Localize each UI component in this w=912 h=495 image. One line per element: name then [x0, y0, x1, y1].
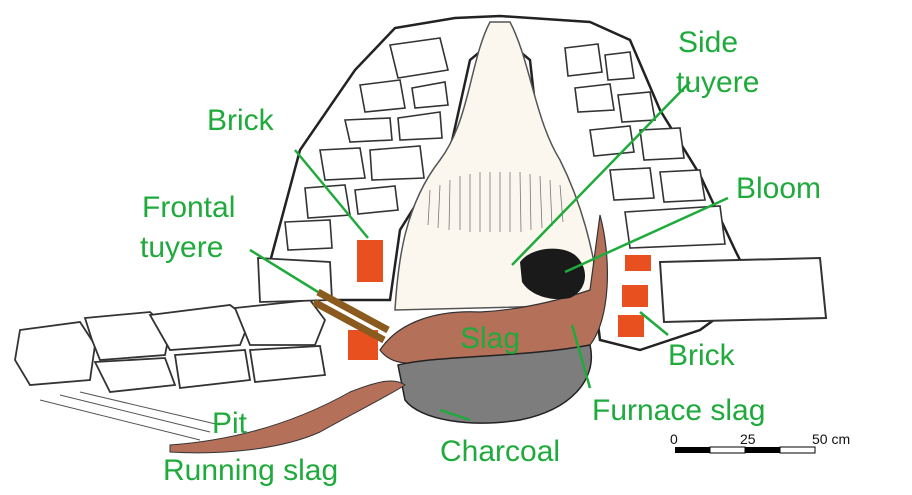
label-bloom: Bloom	[736, 173, 821, 205]
label-running-slag: Running slag	[163, 455, 338, 487]
label-brick-right: Brick	[668, 340, 735, 372]
scale-tick-25: 25	[740, 431, 756, 447]
label-charcoal: Charcoal	[440, 436, 560, 468]
pit-lines	[40, 392, 220, 440]
label-side-tuyere-line1: Side	[678, 27, 738, 59]
label-brick-left: Brick	[207, 105, 274, 137]
left-platform	[15, 258, 332, 392]
label-side-tuyere-line2: tuyere	[676, 67, 759, 99]
right-block	[660, 258, 826, 322]
label-frontal-tuyere-line2: tuyere	[140, 232, 223, 264]
scale-tick-0: 0	[670, 431, 678, 447]
label-furnace-slag: Furnace slag	[592, 395, 765, 427]
brick-right-3	[618, 315, 644, 337]
label-slag: Slag	[460, 323, 520, 355]
brick-right-1	[625, 255, 651, 271]
scale-tick-50: 50 cm	[812, 431, 850, 447]
brick-right-2	[622, 285, 648, 307]
label-pit: Pit	[212, 408, 247, 440]
brick-left-1	[357, 240, 383, 282]
scale-bar	[675, 447, 815, 453]
running-slag	[170, 381, 405, 453]
label-frontal-tuyere-line1: Frontal	[142, 192, 235, 224]
